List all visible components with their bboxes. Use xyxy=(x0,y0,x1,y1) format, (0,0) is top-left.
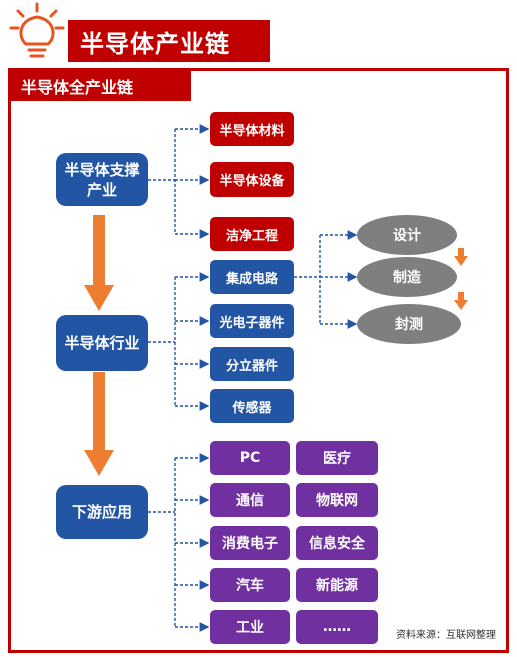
category-downstream: 下游应用 xyxy=(56,485,148,539)
frame-title: 半导体全产业链 xyxy=(11,71,191,101)
industry-item-discrete: 分立器件 xyxy=(210,347,294,381)
support-item-cleanroom: 洁净工程 xyxy=(210,217,294,251)
process-packaging-testing: 封测 xyxy=(357,304,461,344)
industry-item-sensor: 传感器 xyxy=(210,389,294,423)
downstream-item-auto: 汽车 xyxy=(210,568,290,602)
source-note: 资料来源：互联网整理 xyxy=(396,630,496,641)
diagram-frame xyxy=(8,68,509,653)
page-title: 半导体产业链 xyxy=(68,20,270,62)
downstream-item-pc: PC xyxy=(210,441,290,475)
downstream-item-more: …… xyxy=(296,610,378,644)
industry-item-optoelectronics: 光电子器件 xyxy=(210,304,294,338)
support-item-materials: 半导体材料 xyxy=(210,112,294,146)
downstream-item-info-security: 信息安全 xyxy=(296,526,378,560)
process-manufacturing: 制造 xyxy=(357,257,457,297)
downstream-item-consumer-electronics: 消费电子 xyxy=(210,526,290,560)
process-design: 设计 xyxy=(357,215,457,255)
support-item-equipment: 半导体设备 xyxy=(210,162,294,197)
category-industry: 半导体行业 xyxy=(56,315,148,371)
lightbulb-icon xyxy=(9,2,65,58)
downstream-item-communication: 通信 xyxy=(210,483,290,517)
downstream-item-new-energy: 新能源 xyxy=(296,568,378,602)
downstream-item-iot: 物联网 xyxy=(296,483,378,517)
category-support: 半导体支撑产业 xyxy=(56,153,148,206)
industry-item-ic: 集成电路 xyxy=(210,260,294,294)
downstream-item-medical: 医疗 xyxy=(296,441,378,475)
downstream-item-industrial: 工业 xyxy=(210,610,290,644)
